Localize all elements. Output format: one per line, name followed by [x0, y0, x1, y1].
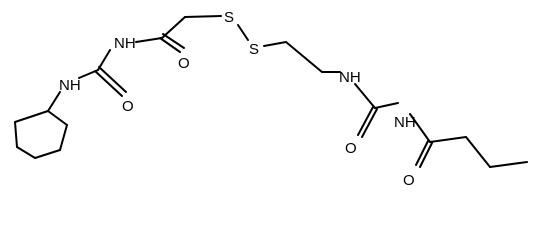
bond-ch2-s1 [184, 15, 222, 18]
bond-ring-6 [14, 110, 49, 123]
bond-acyl1-o-b [162, 33, 185, 49]
atom-o-urea-1: O [122, 98, 134, 115]
atom-nh-imide-2: NH [394, 114, 416, 131]
bond-acyl1-ch2 [161, 16, 186, 39]
bond-acyl2-c1 [429, 136, 467, 143]
bond-s-s [237, 24, 249, 41]
bond-ring-nh [47, 91, 61, 112]
bond-nh-acyl1 [135, 37, 163, 43]
bond-ch2-ch2 [285, 41, 323, 73]
bond-chain-c2-c3 [489, 161, 528, 168]
bond-urea2-nh [374, 102, 399, 109]
atom-o-urea-2: O [345, 140, 357, 157]
atom-o-acyl-2: O [403, 172, 415, 189]
bond-acyl2-o-a [415, 140, 429, 166]
bond-lines [14, 15, 528, 168]
bond-urea2-o-b [361, 108, 378, 138]
bond-ring-1 [47, 110, 68, 126]
bond-urea2-o-a [357, 106, 374, 136]
bond-urea1-o-a [94, 70, 123, 97]
bond-acyl2-o-b [419, 142, 433, 168]
bond-urea1-nh [97, 49, 111, 71]
atom-nh-imide-1: NH [114, 35, 136, 52]
bond-ring-3 [34, 149, 61, 159]
bond-nh-urea2 [354, 83, 376, 109]
bond-ring-5 [14, 121, 18, 148]
atom-nh-ethyl: NH [339, 69, 361, 86]
bond-urea1-o-b [98, 66, 127, 93]
bond-ring-2 [59, 124, 68, 151]
atom-s-2: S [249, 41, 259, 58]
bond-s2-ch2 [263, 41, 287, 47]
chemical-structure-diagram: NH O NH O S S NH O NH O [14, 9, 528, 189]
atom-s-1: S [224, 9, 234, 26]
bond-acyl1-o-a [159, 37, 181, 53]
bond-ring-4 [16, 146, 36, 159]
atom-labels: NH O NH O S S NH O NH O [59, 9, 416, 189]
atom-o-acyl-1: O [178, 55, 190, 72]
bond-chain-c1-c2 [465, 136, 491, 168]
bond-nh-acyl2 [409, 113, 431, 143]
atom-nh-cyclopentyl: NH [59, 77, 81, 94]
